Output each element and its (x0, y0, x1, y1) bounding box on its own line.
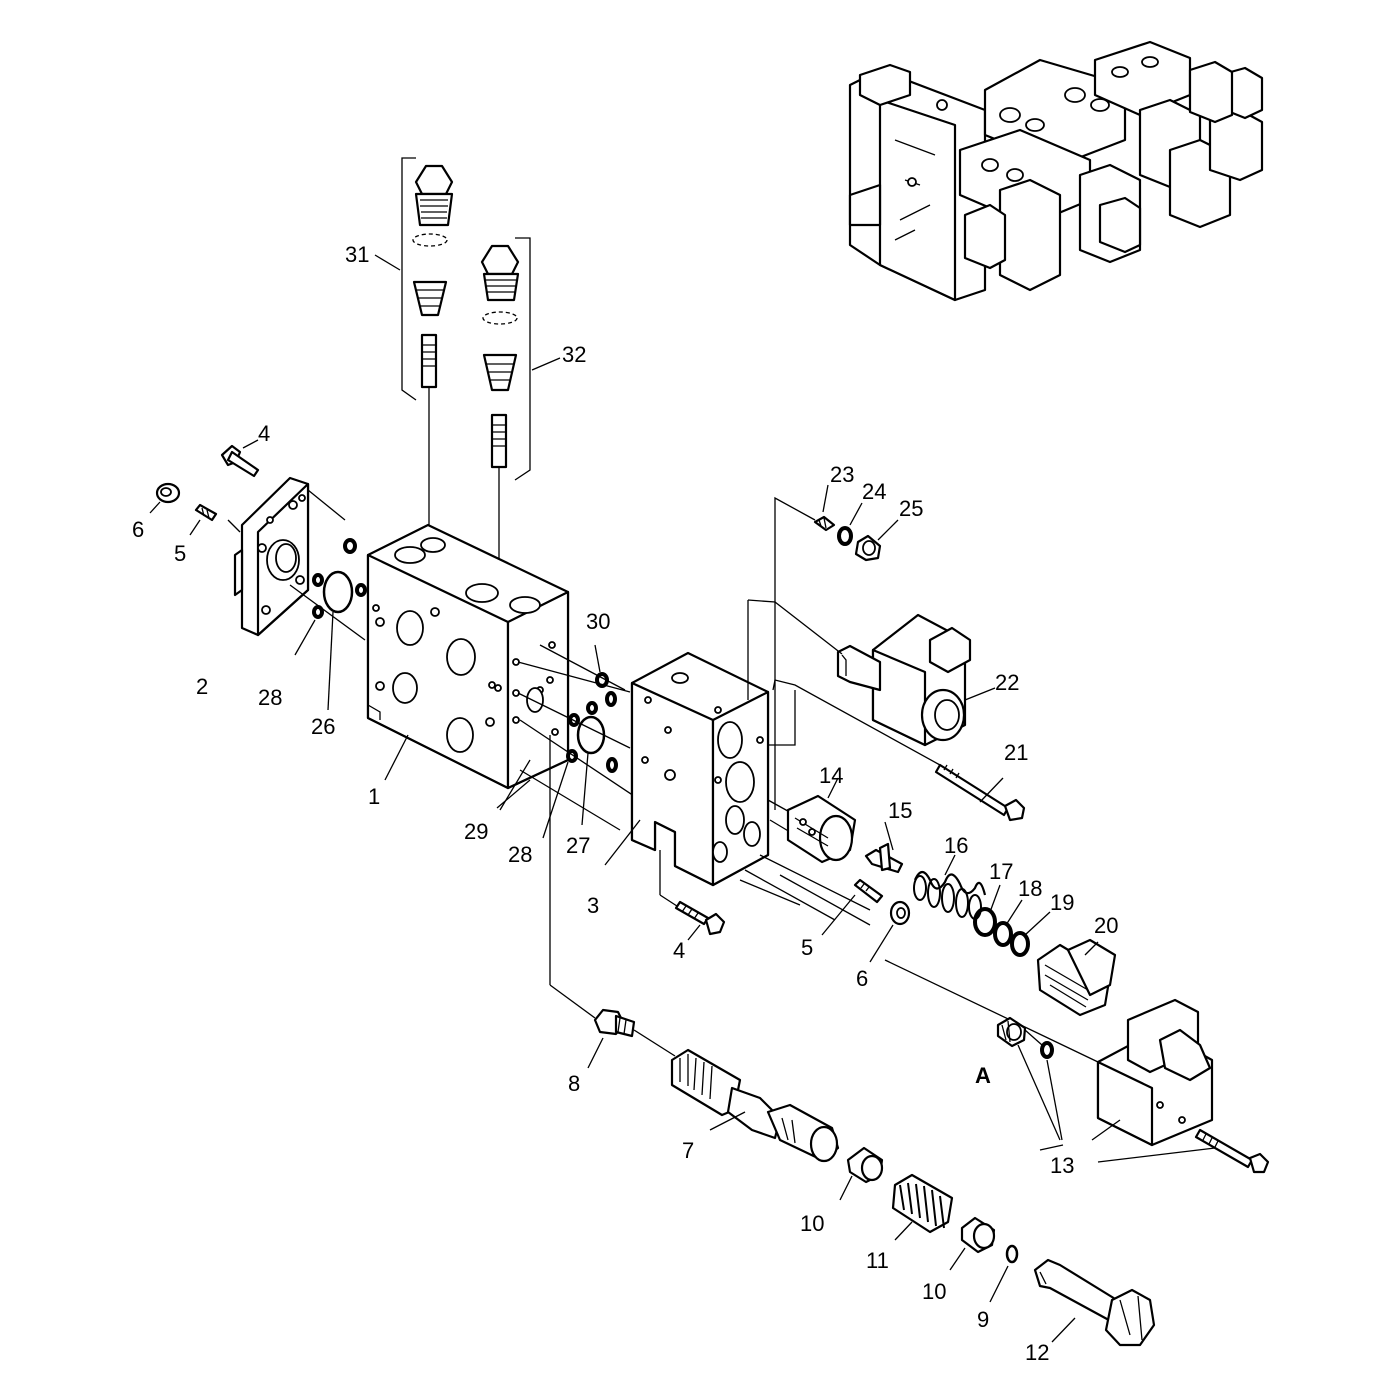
label-10-lower: 10 (922, 1279, 946, 1304)
label-24: 24 (862, 479, 886, 504)
solenoid-13 (884, 959, 1216, 1163)
pin-5-upper (189, 503, 218, 536)
plug-20 (1036, 938, 1117, 1017)
seat-10-lower (949, 1216, 996, 1271)
label-16: 16 (944, 833, 968, 858)
label-15: 15 (888, 798, 912, 823)
label-23: 23 (830, 462, 854, 487)
label-13: 13 (1050, 1153, 1074, 1178)
label-25: 25 (899, 496, 923, 521)
label-20: 20 (1094, 913, 1118, 938)
label-9: 9 (977, 1307, 989, 1332)
label-17: 17 (989, 859, 1013, 884)
label-7: 7 (682, 1138, 694, 1163)
spring-11 (891, 1173, 954, 1241)
label-A: A (975, 1063, 991, 1088)
label-32: 32 (562, 342, 586, 367)
spool-7 (670, 1048, 840, 1163)
label-5-lower: 5 (801, 935, 813, 960)
label-29: 29 (464, 819, 488, 844)
label-21: 21 (1004, 740, 1028, 765)
label-6-upper: 6 (132, 517, 144, 542)
label-11: 11 (866, 1248, 889, 1273)
plug-parts-23-25 (774, 484, 899, 810)
part-labels: 1 2 3 4 4 5 5 6 6 7 8 9 10 10 11 12 13 1… (132, 242, 1118, 1365)
label-3: 3 (587, 893, 599, 918)
screw-4-upper (220, 439, 260, 478)
label-12: 12 (1025, 1340, 1049, 1365)
label-28-left: 28 (258, 685, 282, 710)
label-19: 19 (1050, 890, 1074, 915)
nut-6-lower (869, 900, 911, 963)
screw-4-lower (674, 900, 726, 941)
seals-left (294, 538, 367, 711)
rings-17-19 (973, 884, 1051, 957)
overview-assembly-illustration (848, 40, 1264, 302)
relief-valve-32 (480, 237, 561, 600)
label-8: 8 (568, 1071, 580, 1096)
label-18: 18 (1018, 876, 1042, 901)
label-31: 31 (345, 242, 369, 267)
bolt-13 (1194, 1128, 1270, 1174)
ring-9 (989, 1244, 1019, 1303)
check-valve-A (996, 1016, 1063, 1141)
label-4-lower: 4 (673, 938, 685, 963)
section-3 (604, 651, 871, 926)
label-28-middle: 28 (508, 842, 532, 867)
label-14: 14 (819, 763, 843, 788)
solenoid-22 (747, 599, 996, 766)
bolt-12 (1033, 1258, 1156, 1347)
label-4-upper: 4 (258, 421, 270, 446)
valve-body-1 (366, 523, 641, 1019)
label-10-upper: 10 (800, 1211, 824, 1236)
label-5-upper: 5 (174, 541, 186, 566)
nut-6-upper (149, 482, 181, 514)
label-27: 27 (566, 833, 590, 858)
label-6-lower: 6 (856, 966, 868, 991)
sleeve-14 (786, 777, 857, 864)
label-1: 1 (368, 784, 380, 809)
poppet-15 (864, 821, 904, 874)
bolt-21 (934, 763, 1026, 822)
label-26: 26 (311, 714, 335, 739)
end-cover-plate-2 (227, 476, 366, 641)
label-2: 2 (196, 674, 208, 699)
seals-middle (496, 644, 618, 839)
spring-16 (913, 854, 987, 920)
label-22: 22 (995, 670, 1019, 695)
seat-10-upper (839, 1146, 884, 1201)
pin-5-lower (821, 878, 884, 936)
label-30: 30 (586, 609, 610, 634)
relief-valve-31 (374, 157, 454, 530)
plug-8 (587, 1008, 676, 1069)
